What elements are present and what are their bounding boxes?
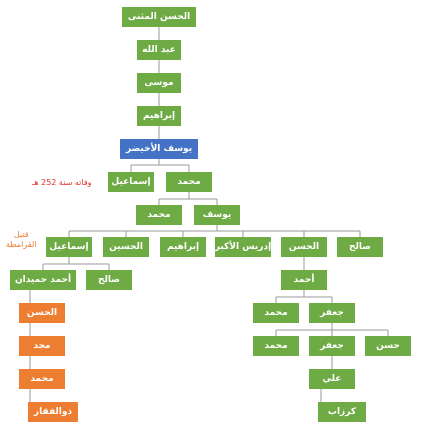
- node-muhammad-4: محمد: [253, 336, 299, 356]
- node-salih-2: صالح: [86, 270, 132, 290]
- node-hasan-3: الحسن: [281, 237, 327, 257]
- node-idris-akbar: إدريس الأكبر: [215, 237, 271, 257]
- node-yusuf-ukhaydir: يوسف الأخيضر: [120, 139, 198, 159]
- killed-note-line1: قتيل: [13, 230, 29, 239]
- node-majd: مجد: [19, 336, 65, 356]
- node-hasan-muthanna: الحسن المثنى: [122, 7, 196, 27]
- node-ibrahim-1: إبراهيم: [137, 106, 181, 126]
- node-husayn: الحسين: [103, 237, 149, 257]
- node-muhammad-2: محمد: [136, 205, 182, 225]
- node-kurzab: كرزاب: [318, 402, 366, 422]
- node-muhammad-1: محمد: [166, 172, 212, 192]
- node-muhammad-3: محمد: [253, 303, 299, 323]
- killed-note-line2: القرامطة: [6, 240, 37, 249]
- node-ismail-2: إسماعيل: [46, 237, 92, 257]
- node-salih-1: صالح: [337, 237, 383, 257]
- node-ismail-1: إسماعيل: [108, 172, 154, 192]
- node-abdullah: عبد الله: [137, 40, 181, 60]
- node-jafar-2: جعفر: [309, 336, 355, 356]
- node-dhulfiqar: ذوالفقار: [28, 402, 78, 422]
- node-musa: موسى: [137, 73, 181, 93]
- node-ahmad: أحمد: [281, 270, 327, 290]
- node-jafar-1: جعفر: [309, 303, 355, 323]
- node-hasan-4: حسن: [365, 336, 411, 356]
- node-ahmad-hamdan: أحمد حميدان: [10, 270, 76, 290]
- node-yusuf-2: يوسف: [194, 205, 240, 225]
- death-note: وفاته سنة 252 هـ: [32, 178, 92, 187]
- node-ibrahim-2: إبراهيم: [160, 237, 206, 257]
- node-hasan-orange: الحسن: [19, 303, 65, 323]
- killed-note: قتيل القرامطة: [6, 230, 36, 250]
- node-ali: علي: [309, 369, 355, 389]
- node-muhammad-orange: محمد: [19, 369, 65, 389]
